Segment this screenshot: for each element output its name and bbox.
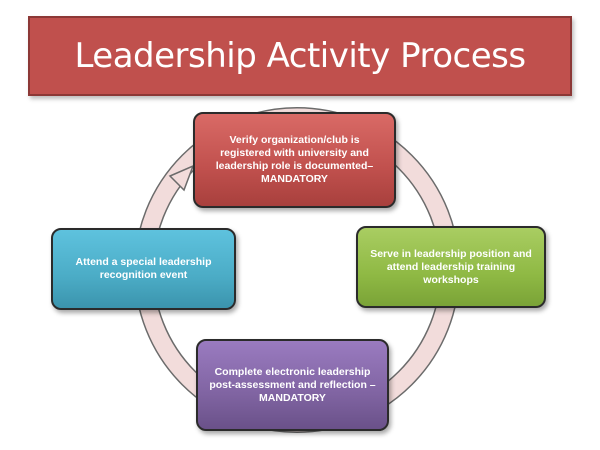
- page-title: Leadership Activity Process: [74, 36, 526, 76]
- step-text: Verify organization/club is registered w…: [215, 134, 374, 185]
- title-banner: Leadership Activity Process: [28, 16, 572, 96]
- step-verify-registration: Verify organization/club is registered w…: [193, 112, 396, 208]
- step-text: Serve in leadership position and attend …: [370, 247, 532, 286]
- step-text: Attend a special leadership recognition …: [75, 256, 212, 281]
- cycle-arrowhead-icon: [168, 164, 195, 192]
- step-text: Complete electronic leadership post-asse…: [209, 365, 376, 404]
- step-post-assessment: Complete electronic leadership post-asse…: [196, 339, 389, 431]
- step-serve-leadership: Serve in leadership position and attend …: [356, 226, 546, 308]
- step-recognition-event: Attend a special leadership recognition …: [51, 228, 236, 310]
